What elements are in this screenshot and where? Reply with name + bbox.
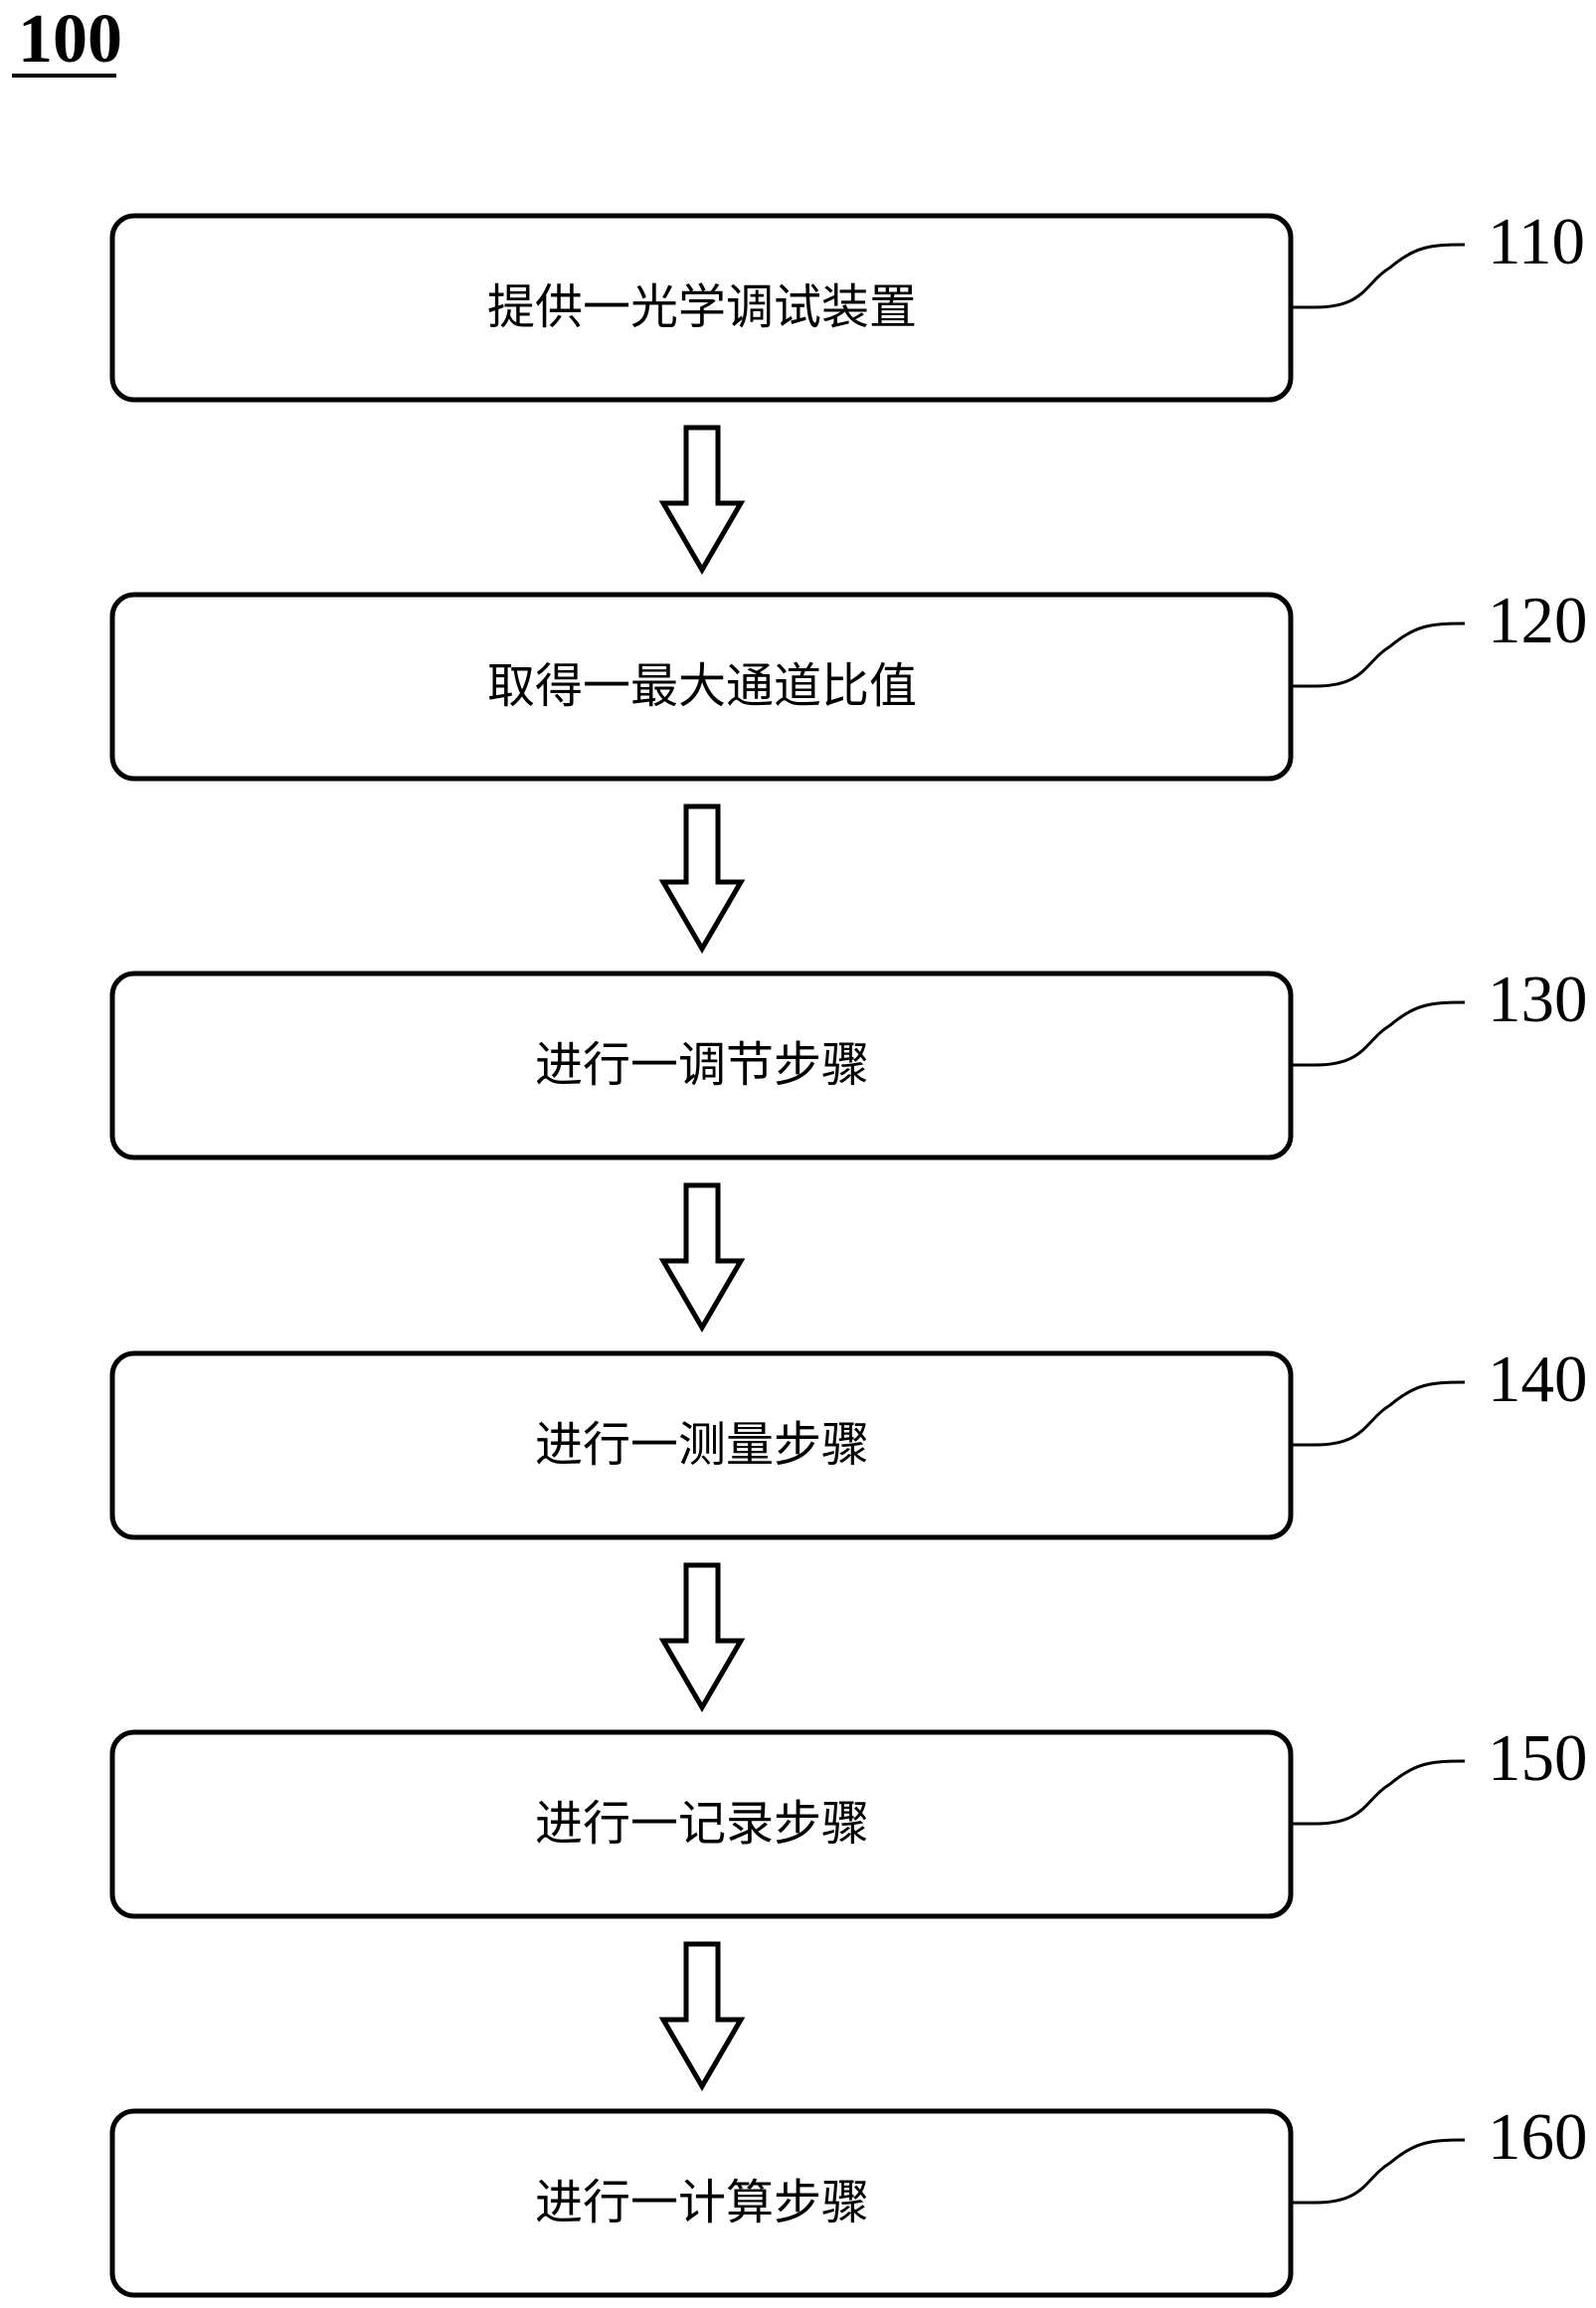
figure-number-group: 100: [12, 1, 122, 78]
step-reference-number: 120: [1488, 584, 1588, 657]
figure-number: 100: [18, 1, 122, 78]
step-160: 进行一计算步骤 160: [109, 2100, 1588, 2298]
steps-layer: 提供一光学调试装置 110 取得一最大通道比值 120 进行一调节步骤 130 进行一测量步…: [109, 205, 1588, 2298]
step-reference-number: 110: [1488, 205, 1585, 278]
step-label: 进行一记录步骤: [535, 1796, 869, 1852]
step-150: 进行一记录步骤 150: [109, 1721, 1588, 1919]
step-label: 取得一最大通道比值: [487, 658, 917, 714]
step-label: 进行一测量步骤: [535, 1417, 869, 1473]
leader-line: [1291, 2138, 1466, 2205]
step-reference-number: 150: [1488, 1721, 1588, 1795]
step-reference-number: 130: [1488, 963, 1588, 1036]
leader-line: [1291, 1380, 1466, 1447]
step-110: 提供一光学调试装置 110: [109, 205, 1585, 403]
step-label: 进行一计算步骤: [535, 2175, 869, 2230]
step-reference-number: 140: [1488, 1342, 1588, 1416]
leader-line: [1291, 621, 1466, 688]
leader-line: [1291, 243, 1466, 309]
step-120: 取得一最大通道比值 120: [109, 584, 1588, 782]
step-reference-number: 160: [1488, 2100, 1588, 2174]
down-arrow-icon: [658, 1182, 746, 1332]
leader-line: [1291, 1759, 1466, 1826]
down-arrow-icon: [658, 1941, 746, 2091]
step-label: 提供一光学调试装置: [487, 279, 917, 335]
step-label: 进行一调节步骤: [535, 1037, 869, 1093]
down-arrow-icon: [658, 1562, 746, 1712]
step-140: 进行一测量步骤 140: [109, 1342, 1588, 1540]
step-130: 进行一调节步骤 130: [109, 963, 1588, 1160]
leader-line: [1291, 1000, 1466, 1067]
down-arrow-icon: [658, 803, 746, 954]
down-arrow-icon: [658, 425, 746, 575]
